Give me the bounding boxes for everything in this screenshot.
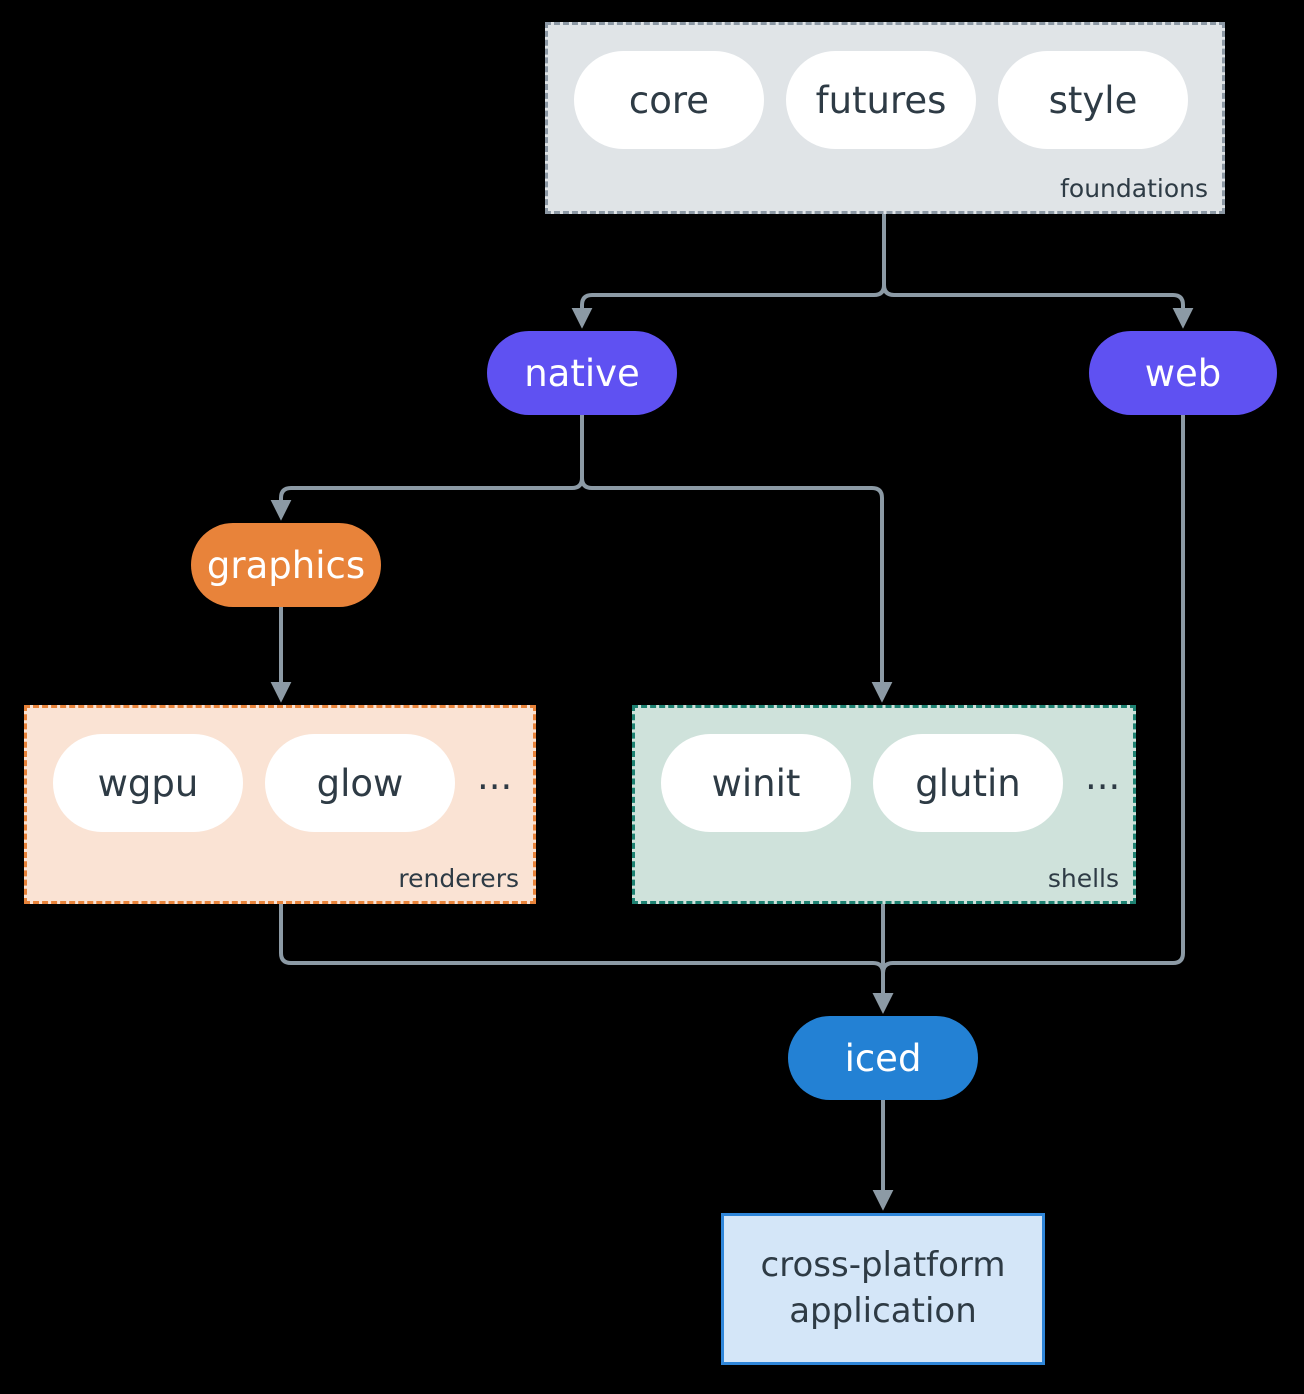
cluster-foundations-items: core futures style [574, 51, 1188, 149]
application-line-2: application [789, 1291, 977, 1331]
cluster-foundations: core futures style foundations [545, 22, 1225, 214]
node-web[interactable]: web [1089, 331, 1277, 415]
edge-foundations-web [882, 214, 1194, 329]
pill-winit[interactable]: winit [661, 734, 851, 832]
application-line-1: cross-platform [760, 1245, 1006, 1286]
cluster-shells-items: winit glutin ... [661, 734, 1120, 832]
cluster-shells-label: shells [1047, 864, 1119, 893]
node-cross-platform-application[interactable]: cross-platform application [721, 1213, 1045, 1365]
shells-ellipsis: ... [1085, 754, 1121, 798]
cluster-foundations-label: foundations [1060, 174, 1208, 203]
node-iced[interactable]: iced [788, 1016, 978, 1100]
edge-native-shells [580, 415, 893, 703]
cluster-shells: winit glutin ... shells [632, 705, 1136, 904]
node-graphics[interactable]: graphics [191, 523, 381, 607]
pill-style[interactable]: style [998, 51, 1188, 149]
edge-renderers-iced [279, 904, 894, 1014]
edge-native-graphics [270, 415, 584, 521]
cluster-renderers-label: renderers [398, 864, 519, 893]
pill-core[interactable]: core [574, 51, 764, 149]
renderers-ellipsis: ... [477, 754, 513, 798]
node-native[interactable]: native [487, 331, 677, 415]
pill-wgpu[interactable]: wgpu [53, 734, 243, 832]
pill-futures[interactable]: futures [786, 51, 976, 149]
pill-glow[interactable]: glow [265, 734, 455, 832]
pill-glutin[interactable]: glutin [873, 734, 1063, 832]
cluster-renderers: wgpu glow ... renderers [24, 705, 536, 904]
cluster-renderers-items: wgpu glow ... [53, 734, 512, 832]
edge-foundations-native [571, 214, 886, 329]
